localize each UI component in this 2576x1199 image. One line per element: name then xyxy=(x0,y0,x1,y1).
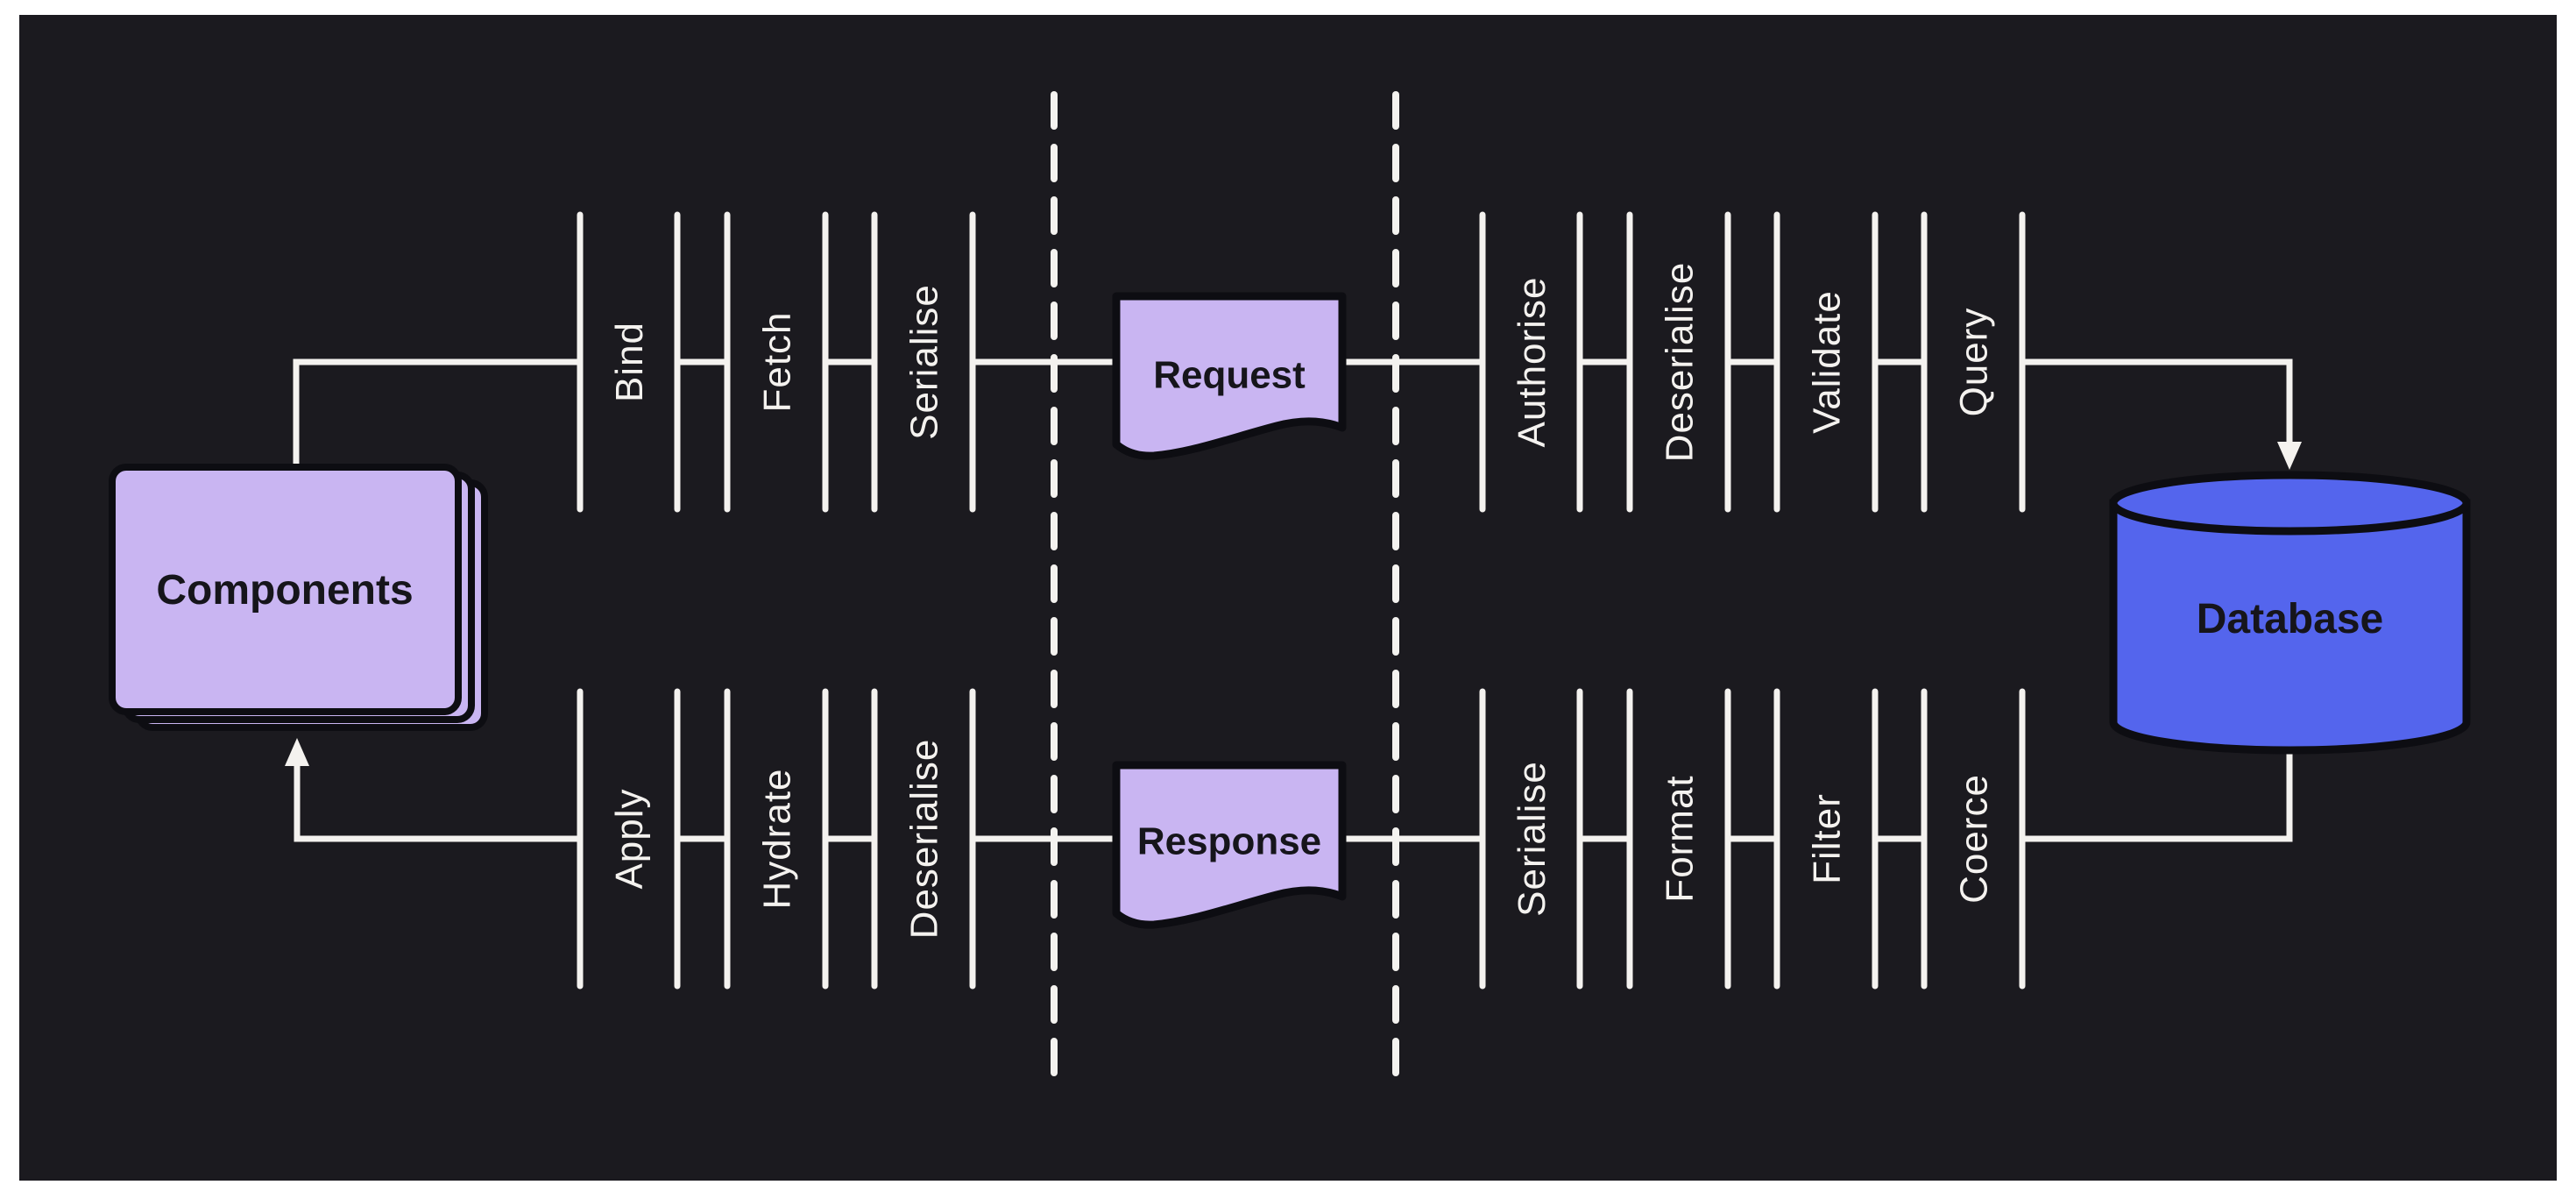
request-pipeline-left-labels: Bind Fetch Serialise xyxy=(608,284,946,440)
stage-label-apply: Apply xyxy=(608,788,651,889)
response-pipeline-left-labels: Apply Hydrate Deserialise xyxy=(608,739,946,940)
request-pipeline-gates xyxy=(577,211,2026,513)
components-node: Components xyxy=(109,464,488,731)
request-document-node: Request xyxy=(1112,292,1347,460)
stage-label-coerce: Coerce xyxy=(1952,774,1995,904)
stage-label-bind: Bind xyxy=(608,322,651,402)
arrowhead-into-database-icon xyxy=(2277,442,2302,470)
pipeline-to-components-connector xyxy=(294,761,583,842)
stage-label-serialise-response: Serialise xyxy=(1511,761,1553,917)
database-to-pipeline-connector xyxy=(2022,747,2293,842)
request-label: Request xyxy=(1153,353,1306,396)
database-label: Database xyxy=(2197,596,2383,642)
stage-label-deserialise-request: Deserialise xyxy=(1658,262,1701,463)
request-document-shape xyxy=(1112,292,1347,460)
stage-label-query: Query xyxy=(1952,308,1995,417)
request-pipeline-right-labels: Authorise Deserialise Validate Query xyxy=(1511,262,1995,463)
request-flow-lines xyxy=(293,358,2302,470)
stage-label-fetch: Fetch xyxy=(755,311,798,412)
stage-label-hydrate: Hydrate xyxy=(755,768,798,909)
components-card-front xyxy=(109,464,462,715)
pipeline-to-database-connector xyxy=(2020,358,2293,445)
stage-label-deserialise-response: Deserialise xyxy=(902,739,945,940)
components-to-pipeline-connector xyxy=(293,358,580,467)
response-flow-lines xyxy=(285,738,2293,842)
stage-label-filter: Filter xyxy=(1805,793,1848,884)
database-node: Database xyxy=(2109,471,2471,755)
response-document-node: Response xyxy=(1112,761,1347,929)
response-document-shape xyxy=(1112,761,1347,929)
stage-label-authorise: Authorise xyxy=(1511,277,1553,448)
database-cylinder-body xyxy=(2109,499,2471,755)
response-pipeline-gates xyxy=(577,688,2026,990)
response-label: Response xyxy=(1137,819,1321,862)
arrowhead-into-components-icon xyxy=(285,738,309,766)
stage-label-format: Format xyxy=(1658,775,1701,902)
response-pipeline-right-labels: Serialise Format Filter Coerce xyxy=(1511,761,1995,917)
stage-label-serialise-request: Serialise xyxy=(902,284,945,440)
components-label: Components xyxy=(156,567,413,614)
database-cylinder-top xyxy=(2109,471,2471,536)
stage-label-validate: Validate xyxy=(1805,290,1848,434)
